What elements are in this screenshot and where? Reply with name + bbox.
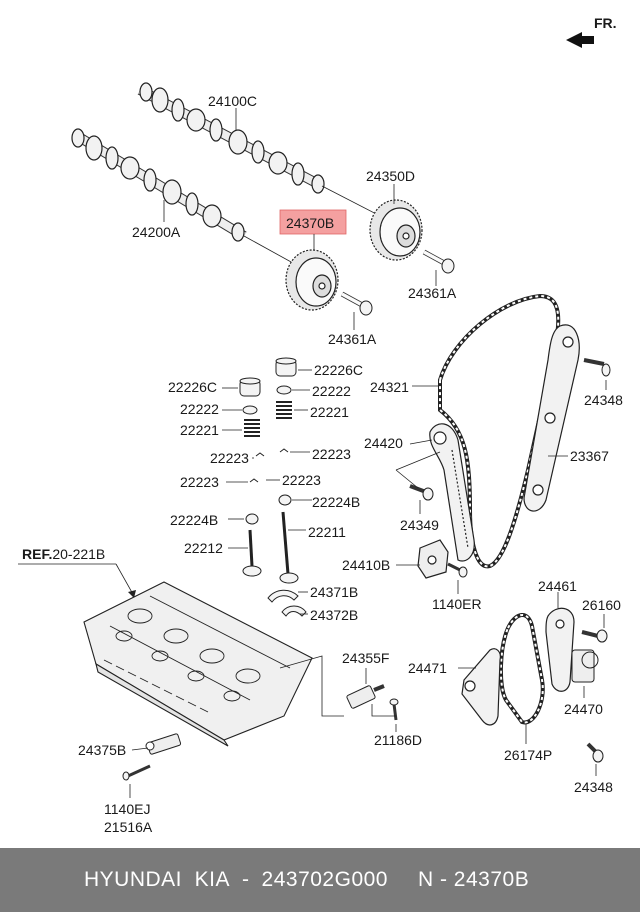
- guide-bolt-upper[interactable]: [583, 358, 611, 377]
- tensioner-bolt[interactable]: [447, 562, 468, 578]
- exhaust-sprocket-bolt[interactable]: [422, 249, 455, 274]
- label-seal-left: 22224B: [170, 512, 218, 528]
- footer-bar: HYUNDAI KIA - 243702G000 N - 24370B: [0, 848, 640, 912]
- small-tensioner-lever[interactable]: [461, 648, 501, 726]
- label-sensor-sub: 21516A: [104, 819, 153, 835]
- label-guide-right: 23367: [570, 448, 609, 464]
- timing-chain[interactable]: [438, 293, 561, 569]
- ref-label: REF.20-221B: [22, 546, 105, 562]
- label-bearing-upper: 24371B: [310, 584, 358, 600]
- label-exhaust-camshaft: 24100C: [208, 93, 257, 109]
- footer-brand: HYUNDAI KIA: [84, 868, 231, 891]
- label-lifter-left: 22226C: [168, 379, 217, 395]
- label-tensioner-arm-bolt: 24349: [400, 517, 439, 533]
- label-small-guide-bolt: 24348: [574, 779, 613, 795]
- label-spring-left: 22221: [180, 422, 219, 438]
- label-cotter-left-3: 22223: [282, 472, 321, 488]
- label-retainer-left: 22222: [180, 401, 219, 417]
- footer-part-number: 243702G000: [261, 868, 388, 891]
- oil-control-valve[interactable]: [346, 684, 385, 709]
- sensor-bolt[interactable]: [122, 764, 151, 781]
- label-exhaust-bolt: 24361A: [408, 285, 457, 301]
- ocv-bolt[interactable]: [389, 698, 399, 721]
- intake-camshaft[interactable]: [71, 128, 247, 242]
- label-intake-camshaft: 24200A: [132, 224, 181, 240]
- label-guide-left: 24420: [364, 435, 403, 451]
- label-retainer-right: 22222: [312, 383, 351, 399]
- intake-sprocket-bolt[interactable]: [340, 291, 373, 316]
- small-tensioner-cluster[interactable]: [571, 649, 599, 683]
- label-small-tensioner: 24471: [408, 660, 447, 676]
- ref-code: 20-221B: [52, 546, 105, 562]
- label-ocv: 24355F: [342, 650, 389, 666]
- camshaft-bearings[interactable]: [267, 589, 307, 617]
- label-bearing-lower: 24372B: [310, 607, 358, 623]
- label-chain: 24321: [370, 379, 409, 395]
- balance-chain-guide[interactable]: [545, 607, 575, 692]
- label-guide-bolt-upper: 24348: [584, 392, 623, 408]
- exhaust-cam-sprocket[interactable]: [369, 199, 423, 261]
- valve-stack-left[interactable]: [239, 377, 265, 577]
- front-marker-label: FR.: [594, 15, 617, 31]
- label-intake-sprocket-highlight: 24370B: [286, 215, 334, 231]
- highlight-box: [279, 209, 347, 235]
- chain-guide-right[interactable]: [523, 324, 580, 512]
- footer-dash: -: [242, 868, 250, 891]
- label-small-guide: 24470: [564, 701, 603, 717]
- small-guide-bolt-lower[interactable]: [586, 742, 604, 763]
- label-valve-left: 22212: [184, 540, 223, 556]
- intake-cam-sprocket[interactable]: [285, 249, 339, 311]
- cam-position-sensor[interactable]: [145, 733, 182, 755]
- label-sensor: 24375B: [78, 742, 126, 758]
- label-spring-right: 22221: [310, 404, 349, 420]
- chain-tensioner[interactable]: [417, 539, 449, 579]
- label-tensioner: 24410B: [342, 557, 390, 573]
- cylinder-head[interactable]: [83, 581, 313, 747]
- balance-shaft-chain[interactable]: [498, 613, 545, 725]
- chain-guide-left[interactable]: [429, 423, 475, 562]
- small-guide-bolt[interactable]: [581, 629, 608, 643]
- label-lifter-right: 22226C: [314, 362, 363, 378]
- label-small-guide-upper: 24461: [538, 578, 577, 594]
- label-exhaust-sprocket: 24350D: [366, 168, 415, 184]
- label-valve-right: 22211: [308, 524, 346, 540]
- label-tensioner-bolt: 1140ER: [432, 596, 482, 612]
- valve-stack-right[interactable]: [275, 357, 299, 584]
- label-small-bolt: 26160: [582, 597, 621, 613]
- ref-prefix: REF.: [22, 546, 52, 562]
- label-small-chain: 26174P: [504, 747, 552, 763]
- label-ocv-bolt: 21186D: [374, 732, 422, 748]
- tensioner-arm-bolt[interactable]: [409, 484, 434, 501]
- label-sensor-bolt: 1140EJ: [104, 801, 150, 817]
- exploded-parts-diagram: FR. 24100C 24200A: [18, 15, 623, 835]
- label-cotter-left-1: 22223: [210, 450, 249, 466]
- front-arrow-icon: [566, 32, 594, 48]
- label-cotter-right: 22223: [312, 446, 351, 462]
- label-intake-bolt: 24361A: [328, 331, 377, 347]
- label-seal-right: 22224B: [312, 494, 360, 510]
- exhaust-camshaft[interactable]: [137, 82, 325, 194]
- label-cotter-left-2: 22223: [180, 474, 219, 490]
- footer-n-label: N - 24370B: [417, 868, 530, 891]
